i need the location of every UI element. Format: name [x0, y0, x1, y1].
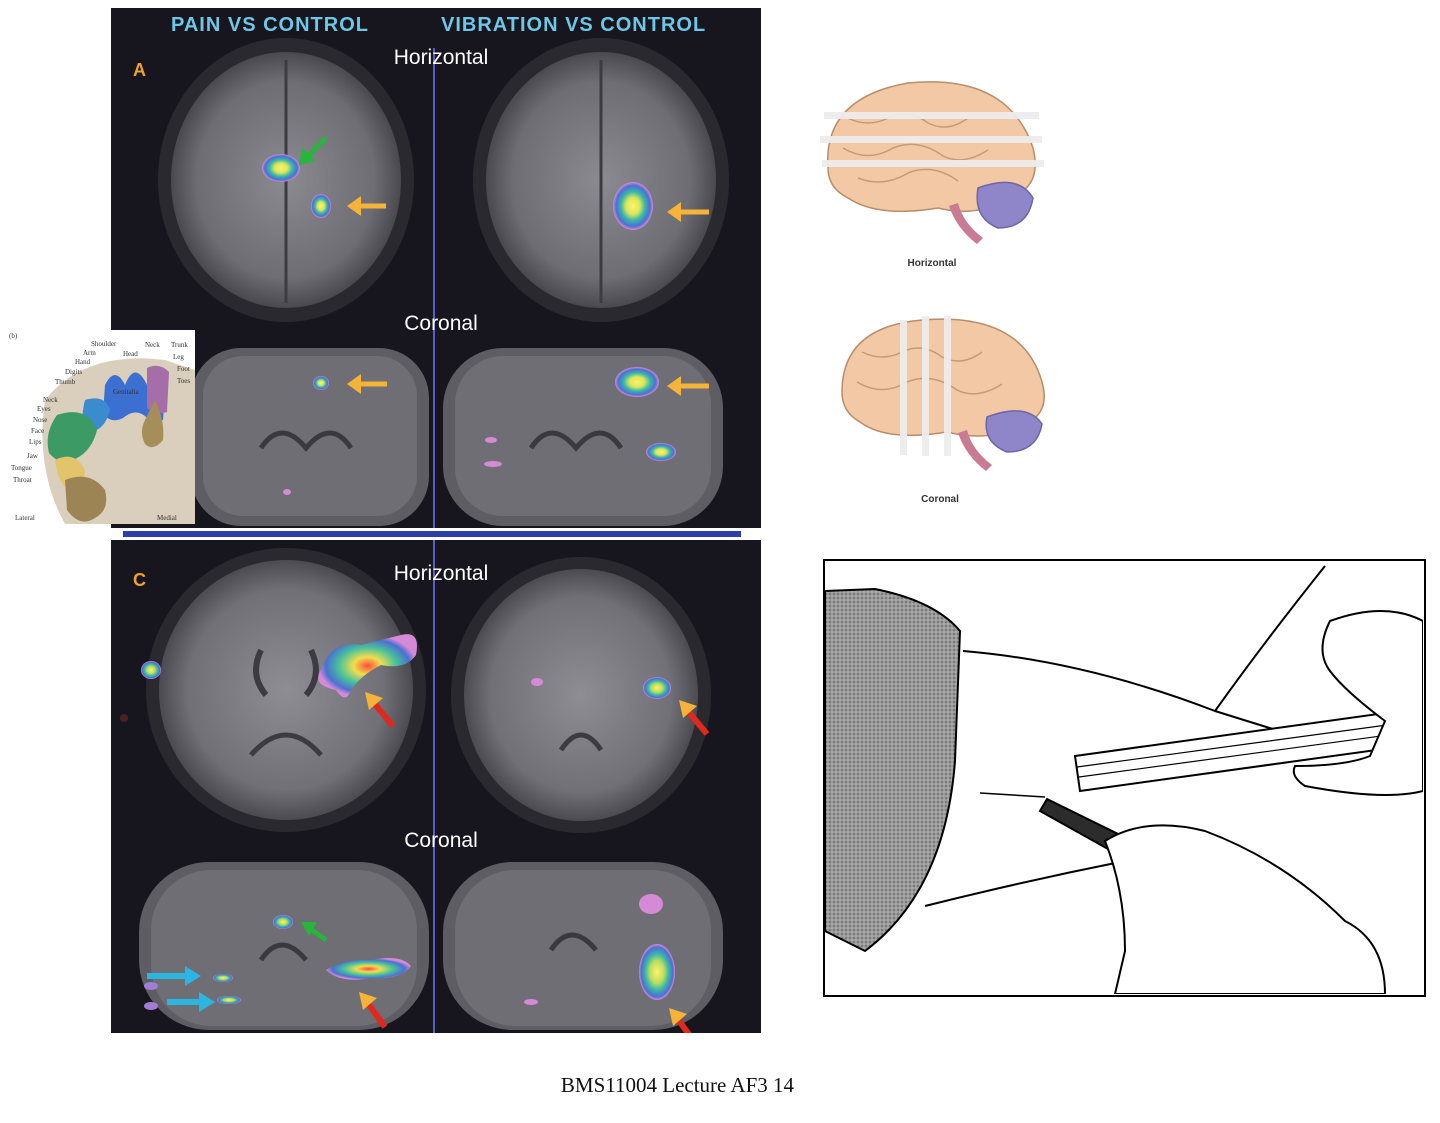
panel-letter-a: A: [133, 60, 146, 80]
homunculus-axis-lateral: Lateral: [15, 514, 35, 522]
homunculus-label: Thumb: [55, 378, 76, 386]
homunculus-label: Neck: [43, 396, 58, 404]
vibration-activation-spot: [524, 999, 538, 1005]
pain-activation-spot: [144, 1002, 158, 1010]
brain-coronal-plane-sketch: Coronal: [832, 312, 1054, 512]
vibration-activation-spot: [485, 437, 497, 443]
red-arrow-icon: [679, 700, 710, 736]
brain-coronal-drawing: [841, 316, 1045, 471]
pain-activation-spot: [141, 661, 161, 679]
pain-activation-spot: [318, 634, 417, 698]
green-arrow-icon: [301, 922, 328, 943]
pain-activation-spot: [213, 974, 233, 982]
vibration-activation-spot: [615, 367, 659, 397]
red-arrow-icon: [365, 692, 396, 728]
vibration-activation-spot: [646, 443, 676, 461]
column-header-pain: PAIN VS CONTROL: [171, 14, 369, 36]
brain-horizontal-drawing: [820, 81, 1044, 244]
plane-label-coronal: Coronal: [404, 829, 478, 852]
vibration-activation-spot: [484, 461, 502, 467]
pain-activation-spot: [262, 154, 300, 182]
homunculus-label: Leg: [173, 353, 184, 361]
pet-scan-figure: PAIN VS CONTROL VIBRATION VS CONTROL A H…: [111, 8, 761, 1033]
vibration-coronal-slice: [443, 862, 723, 1030]
homunculus-drawing: [42, 358, 195, 524]
orange-arrow-icon: [667, 376, 709, 396]
column-divider-line: [433, 540, 435, 1033]
pain-activation-spot: [144, 982, 158, 990]
column-header-vibration: VIBRATION VS CONTROL: [441, 14, 707, 36]
homunculus-panel-mark: (b): [9, 332, 18, 340]
orange-arrow-icon: [347, 374, 387, 394]
column-divider-line: [433, 48, 435, 528]
vibration-coronal-slice: [443, 348, 723, 526]
pain-activation-spot: [313, 376, 329, 390]
pain-activation-spot: [326, 958, 411, 980]
plane-label-coronal: Coronal: [404, 312, 478, 335]
homunculus-axis-medial: Medial: [157, 514, 177, 522]
homunculus-label: Hand: [75, 358, 91, 366]
brain-horizontal-plane-sketch: Horizontal: [818, 78, 1050, 278]
brain-horizontal-caption: Horizontal: [907, 258, 957, 269]
homunculus-label: Nose: [33, 416, 48, 424]
pain-activation-spot: [217, 996, 241, 1004]
homunculus-label: Toes: [177, 377, 191, 385]
panel-a-scans: [158, 38, 729, 526]
plane-label-horizontal: Horizontal: [393, 562, 489, 585]
pain-activation-spot: [311, 194, 331, 218]
homunculus-label: Lips: [29, 438, 42, 446]
homunculus-label: Jaw: [27, 452, 38, 460]
homunculus-label: Head: [123, 350, 138, 358]
orange-arrow-icon: [347, 196, 386, 216]
pain-coronal-slice: [191, 348, 429, 526]
brain-coronal-caption: Coronal: [921, 494, 959, 505]
homunculus-label: Digits: [65, 368, 83, 376]
homunculus-label: Face: [31, 427, 45, 435]
arm-ruler-pen-drawing: [825, 565, 1424, 995]
pain-activation-spot: [273, 915, 293, 929]
panel-divider: [111, 528, 761, 540]
blue-arrow-icon: [167, 992, 215, 1012]
homunculus-label: Genitalia: [113, 388, 139, 396]
homunculus-label: Neck: [145, 341, 160, 349]
homunculus-label: Arm: [83, 349, 96, 357]
vibration-horizontal-slice: [473, 38, 729, 322]
panel-c: C Horizontal Coronal: [111, 540, 761, 1033]
homunculus-label: Foot: [177, 365, 190, 373]
orange-arrow-icon: [667, 202, 709, 222]
vibration-activation-spot: [613, 182, 653, 230]
homunculus-label: Throat: [13, 476, 32, 484]
lecture-footer: BMS11004 Lecture AF3 14: [560, 1073, 795, 1097]
vibration-activation-spot: [639, 894, 663, 914]
blue-arrow-icon: [147, 966, 201, 986]
plane-label-horizontal: Horizontal: [393, 46, 489, 69]
pain-coronal-slice: [139, 862, 429, 1030]
green-arrow-icon: [299, 136, 328, 165]
vibration-horizontal-slice: [451, 557, 711, 833]
homunculus-label: Trunk: [171, 341, 188, 349]
panel-c-scans: [120, 548, 723, 1033]
pain-activation-spot: [283, 489, 291, 495]
vibration-activation-spot: [639, 944, 675, 1000]
skin-marking-line-drawing: [823, 559, 1426, 997]
red-arrow-icon: [669, 1008, 692, 1033]
pain-horizontal-slice: [146, 548, 426, 832]
scan-marker-dot: [120, 714, 128, 722]
panel-a: PAIN VS CONTROL VIBRATION VS CONTROL A H…: [111, 8, 761, 528]
sensory-homunculus-inset: (b) Shoulder Arm Head Neck Trunk Leg Han…: [5, 330, 195, 524]
homunculus-label: Tongue: [11, 464, 32, 472]
homunculus-label: Eyes: [37, 405, 51, 413]
panel-letter-c: C: [133, 570, 146, 590]
red-arrow-icon: [359, 992, 388, 1029]
vibration-activation-spot: [531, 678, 543, 686]
homunculus-label: Shoulder: [91, 340, 117, 348]
vibration-activation-spot: [643, 677, 671, 699]
